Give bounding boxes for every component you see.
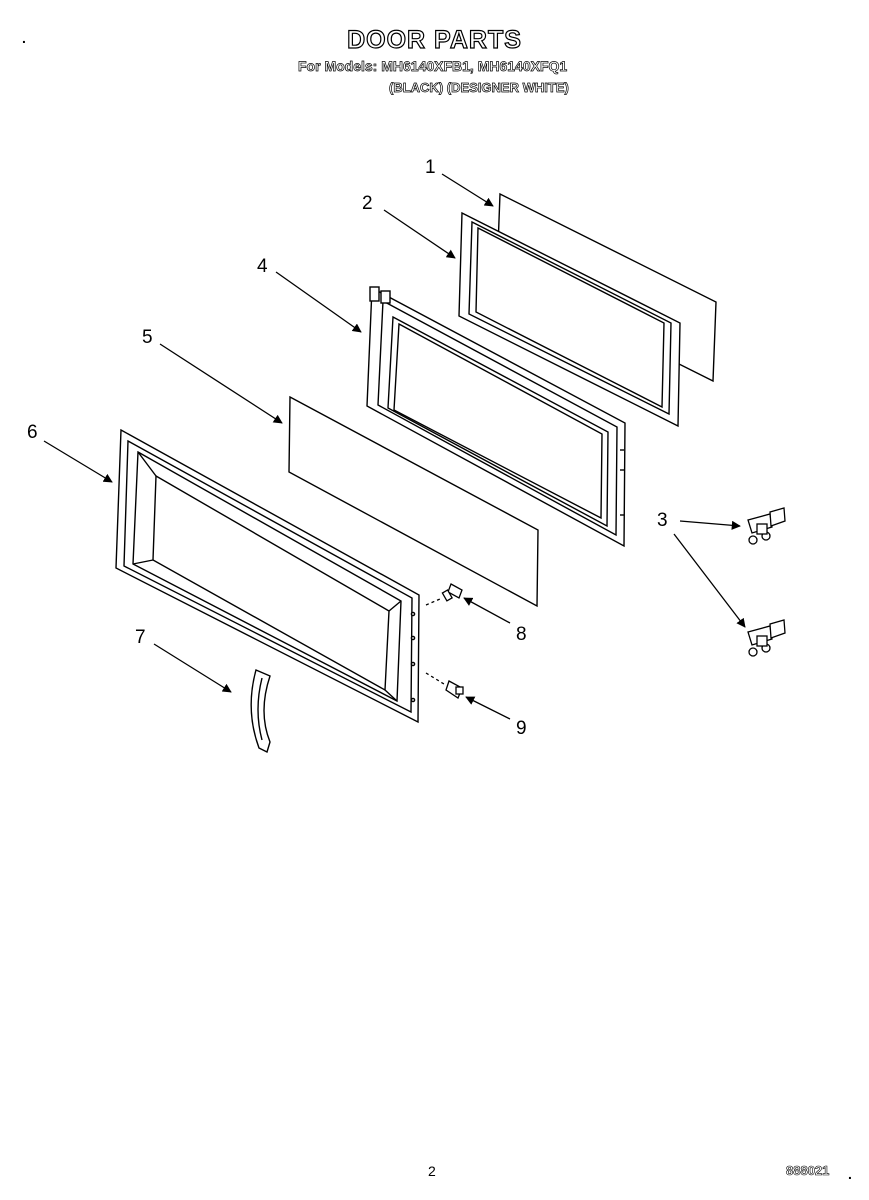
leader-7 <box>153 643 232 693</box>
part-3-latch-lower <box>747 619 786 657</box>
leader-4 <box>275 271 362 333</box>
leader-5 <box>159 343 283 424</box>
leader-9 <box>465 696 511 720</box>
callout-2: 2 <box>362 193 373 214</box>
corner-mark: . <box>22 30 26 46</box>
part-4-inner-door-panel <box>366 286 626 548</box>
leader-6 <box>43 440 113 483</box>
part-3-latch-upper <box>747 507 786 545</box>
leader-1 <box>441 173 494 207</box>
callout-6: 6 <box>27 422 38 443</box>
callout-5: 5 <box>142 327 153 348</box>
part-9-screw <box>425 672 464 699</box>
leader-2 <box>383 209 456 259</box>
document-number: 888021 <box>786 1163 830 1179</box>
callout-3: 3 <box>657 510 668 531</box>
part-6-door-frame <box>115 428 420 724</box>
colors-line: (BLACK) (DESIGNER WHITE) <box>389 80 570 96</box>
part-5-window-panel <box>288 395 539 608</box>
leader-lines <box>43 173 746 720</box>
callout-4: 4 <box>257 256 268 277</box>
page-title: DOOR PARTS <box>346 25 522 54</box>
leader-3a <box>679 520 741 530</box>
page-number: 2 <box>428 1163 436 1179</box>
models-line: For Models: MH6140XFB1, MH6140XFQ1 <box>298 58 568 75</box>
callout-9: 9 <box>516 718 527 739</box>
callout-8: 8 <box>516 624 527 645</box>
callout-7: 7 <box>135 627 146 648</box>
leader-3b <box>673 533 746 628</box>
corner-mark-bottom: . <box>848 1166 852 1182</box>
part-7-door-handle <box>250 669 271 753</box>
part-2-choke-frame <box>458 211 681 428</box>
leader-8 <box>463 597 511 624</box>
callout-1: 1 <box>425 157 436 178</box>
part-8-screw <box>425 583 463 606</box>
